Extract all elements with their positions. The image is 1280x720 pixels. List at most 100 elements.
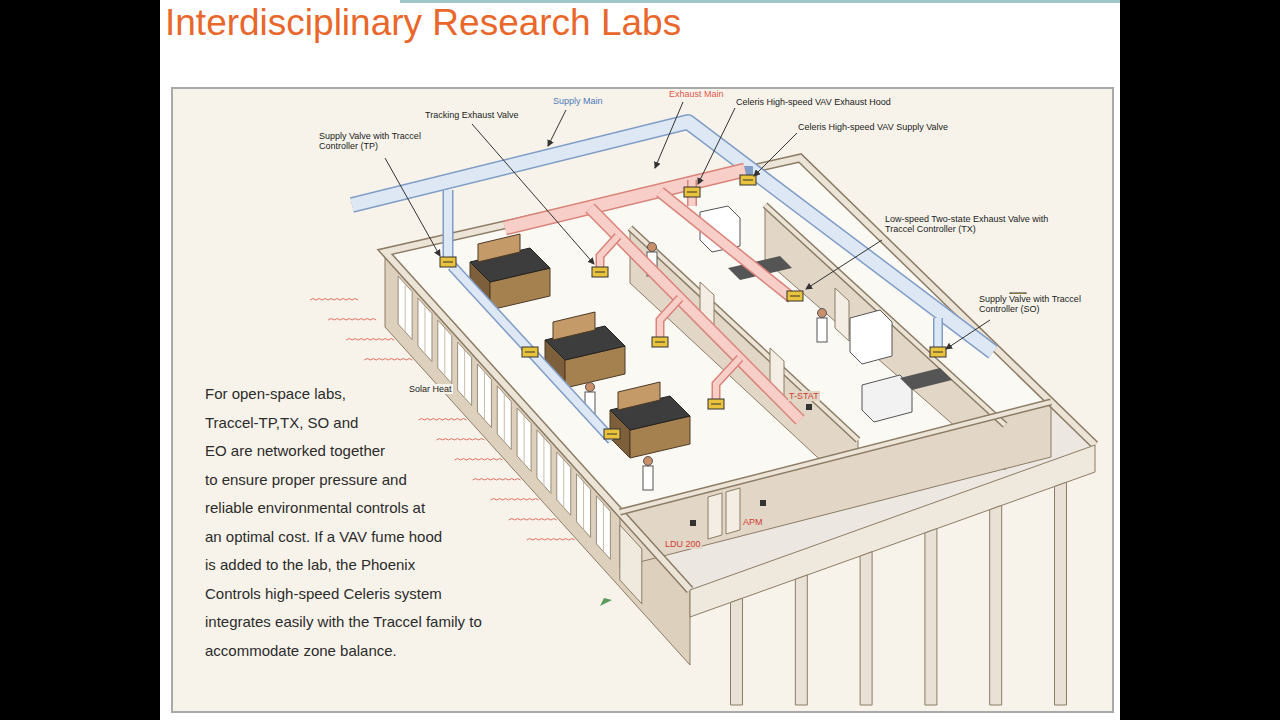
person-body [817,318,827,342]
person-head [818,309,827,318]
valve-detail [933,352,943,353]
leader-line [946,320,990,349]
window [497,386,511,450]
callout-label: Supply Main [552,96,604,106]
window-bar [484,372,485,420]
window-bar [504,394,505,442]
device [690,520,696,526]
heat-wave [346,339,394,341]
valve-detail [595,272,605,273]
valve-detail [525,352,535,353]
exhaust-duct [660,192,792,298]
door [726,488,740,534]
exhaust-elbow [716,358,740,402]
wall-top [385,158,1095,590]
supply-duct [452,266,612,440]
fence-wall [690,445,1095,617]
window [577,474,591,538]
heat-wave [310,299,358,301]
description-block: For open-space labs, Traccel-TP,TX, SO a… [205,380,565,680]
valve-controller [652,337,668,347]
valve-detail [443,262,453,263]
person-body [643,466,653,490]
window-bar [524,416,525,464]
leader-line [472,124,594,264]
device [806,404,812,410]
window [438,320,452,384]
people [585,243,827,491]
valve-controller [740,175,756,185]
heat-wave [418,419,466,421]
valve-detail [607,434,617,435]
window-bar [583,482,584,530]
window [537,430,551,494]
supply-duct [444,190,452,262]
leader-line [698,108,735,184]
window [418,298,432,362]
leader-line [385,158,440,256]
valve-controller [604,429,620,439]
door [835,288,849,341]
door [708,493,722,539]
valve-controller [522,347,538,357]
person-head [586,383,595,392]
person-head [644,457,653,466]
heat-wave [509,519,557,521]
callout-label: Celeris High-speed VAV Exhaust Hood [735,97,892,107]
valve-controller [592,267,608,277]
wall-top [765,205,1005,425]
callout-label: Exhaust Main [668,89,725,99]
window-bar [563,460,564,508]
window-bar [603,504,604,552]
window-bar [543,438,544,486]
exit-arrow [600,598,612,606]
callout-label: Celeris High-speed VAV Supply Valve [797,122,949,132]
valve-detail [655,342,665,343]
window [398,276,412,340]
valve-controller [787,291,803,301]
heat-wave [364,359,412,361]
exhaust-duct [505,170,745,228]
window-bar [444,328,445,376]
heat-wave [436,439,484,441]
window-bar [424,306,425,354]
lab-furniture [700,206,952,422]
exhaust-duct [660,192,792,298]
callout-label: Supply Valve with Traccel Controller (TP… [318,131,438,151]
valve-detail [743,180,753,181]
exhaust-duct [505,170,745,228]
pillar [731,598,743,705]
pillar [860,552,872,705]
heat-wave [491,499,539,501]
counter [900,368,952,390]
wall-top [385,158,1095,590]
window-bar [464,350,465,398]
lab-floor [385,158,1095,590]
callout-label: Solar Heat [408,384,453,394]
exhaust-duct [590,208,800,420]
exhaust-elbow [716,358,740,402]
leader-line [548,110,566,146]
heat-wave [455,459,503,461]
person-head [648,243,657,252]
slide-title: Interdisciplinary Research Labs [165,2,681,44]
valve-detail [711,404,721,405]
building [385,158,1095,665]
window [458,342,472,406]
callout-label: LDU 200 [664,539,702,549]
valve-controller [708,399,724,409]
heat-wave [328,319,376,321]
valve-controller [930,347,946,357]
pillar [990,505,1002,705]
exhaust-duct [590,208,800,420]
leader-line [754,133,797,176]
diagram-frame [172,88,1113,712]
description-text: For open-space labs, Traccel-TP,TX, SO a… [205,385,482,659]
supply-duct [352,122,993,352]
leader-line [655,102,683,168]
bench-shelf [618,382,660,410]
window [477,364,491,428]
wall-top [765,205,1005,425]
